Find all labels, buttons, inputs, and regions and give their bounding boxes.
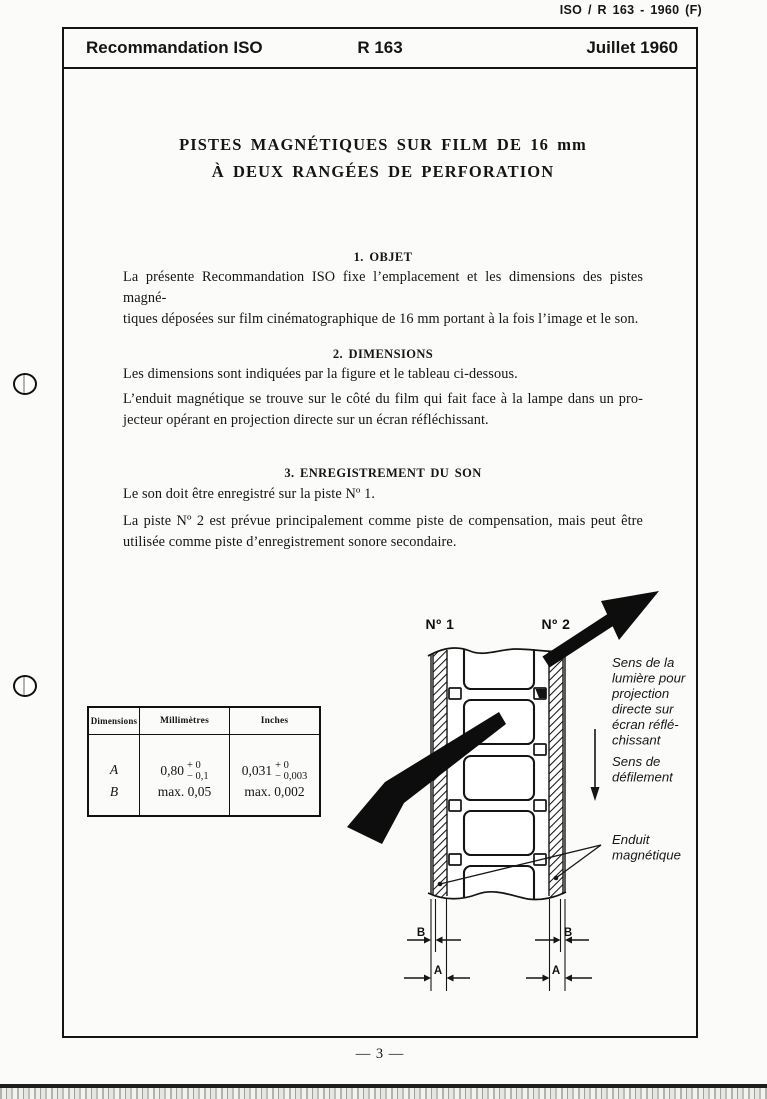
film-diagram: Nº 1 Nº 2 Sens de la lumière pour projec… — [347, 591, 686, 991]
track-1-label: Nº 1 — [426, 616, 455, 632]
magnetic-coating-label: Enduit magnétique — [612, 832, 681, 863]
section-heading-enregistrement: 3. ENREGISTREMENT DU SON — [284, 466, 482, 480]
text-line: utilisée comme piste d’enregistrement so… — [123, 533, 457, 550]
svg-text:Sens de la: Sens de la — [612, 655, 674, 670]
light-arrow-lower — [347, 712, 506, 844]
light-arrow-upper — [542, 591, 659, 668]
punch-hole-bottom — [13, 675, 37, 697]
tolerance-minus: − 0,003 — [275, 771, 308, 782]
table-header-millimetres: Millimètres — [140, 708, 230, 735]
scan-edge-line — [0, 1084, 767, 1088]
tolerance-plus: + 0 — [186, 760, 201, 771]
paragraph-son-2: La piste Nº 2 est prévue principalement … — [123, 511, 643, 553]
track-2-label: Nº 2 — [542, 616, 571, 632]
table-cell-in-a: 0,031 + 0 − 0,003 — [230, 735, 319, 782]
svg-text:lumière pour: lumière pour — [612, 671, 686, 686]
header-date: Juillet 1960 — [586, 38, 678, 57]
tolerance-minus: − 0,1 — [186, 771, 209, 782]
light-direction-label: Sens de la lumière pour projection direc… — [611, 655, 686, 748]
document-title-line2: À DEUX RANGÉES DE PERFORATION — [211, 162, 555, 181]
document-reference: ISO / R 163 - 1960 (F) — [559, 3, 702, 17]
svg-text:défilement: défilement — [612, 770, 674, 785]
text-line: Le son doit être enregistré sur la piste… — [123, 486, 376, 502]
table-cell-dim-a: A — [89, 735, 140, 782]
text-line: L’enduit magnétique se trouve sur le côt… — [123, 391, 643, 407]
travel-direction-arrow — [590, 729, 600, 801]
text-line: La piste Nº 2 est prévue principalement … — [123, 513, 643, 529]
dim-b-label-right: B — [564, 927, 572, 939]
text-line: jecteur opérant en projection directe su… — [123, 411, 489, 428]
document-header-bar: Recommandation ISO R 163 Juillet 1960 — [64, 29, 696, 69]
paragraph-dimensions-2: L’enduit magnétique se trouve sur le côt… — [123, 389, 643, 431]
svg-text:directe sur: directe sur — [612, 702, 674, 717]
paragraph-dimensions-1: Les dimensions sont indiquées par la fig… — [123, 364, 643, 385]
table-cell-mm-b: max. 0,05 — [140, 782, 230, 815]
in-value-a: 0,031 — [241, 763, 273, 778]
table-header-inches: Inches — [230, 708, 319, 735]
dimension-extension-lines — [430, 899, 566, 991]
dim-a-label-right: A — [552, 965, 560, 977]
magnetic-track-2-hatch — [549, 648, 563, 898]
svg-text:Enduit: Enduit — [612, 832, 651, 847]
tolerance-plus: + 0 — [275, 760, 289, 771]
table-cell-mm-a: 0,80 + 0 − 0,1 — [140, 735, 230, 782]
in-tolerance-a: + 0 − 0,003 — [275, 760, 307, 782]
dimensions-table: Dimensions Millimètres Inches A 0,80 + 0… — [87, 706, 321, 817]
svg-text:chissant: chissant — [612, 733, 662, 748]
dimension-a-arrows — [404, 974, 592, 982]
section-heading-objet: 1. OBJET — [353, 250, 413, 264]
table-cell-dim-b: B — [89, 782, 140, 815]
marked-perforation — [535, 689, 546, 698]
mm-tolerance-a: + 0 − 0,1 — [187, 760, 209, 782]
value-with-tolerance: 0,80 + 0 − 0,1 — [160, 760, 208, 782]
text-line: Les dimensions sont indiquées par la fig… — [123, 366, 518, 382]
svg-text:Sens de: Sens de — [612, 754, 660, 769]
table-header-dimensions: Dimensions — [89, 708, 140, 735]
header-standard-number: R 163 — [357, 38, 403, 57]
punch-hole-top — [13, 373, 37, 395]
section-heading-dimensions: 2. DIMENSIONS — [332, 347, 434, 361]
film-strip — [430, 643, 566, 912]
paragraph-son-1: Le son doit être enregistré sur la piste… — [123, 484, 643, 505]
table-cell-in-b: max. 0,002 — [244, 784, 305, 799]
page-border-box: Recommandation ISO R 163 Juillet 1960 — [62, 27, 698, 1038]
header-recommendation-label: Recommandation ISO — [86, 38, 263, 57]
scan-edge-noise — [0, 1088, 767, 1099]
paragraph-objet: La présente Recommandation ISO fixe l’em… — [123, 267, 643, 329]
value-with-tolerance: 0,031 + 0 − 0,003 — [242, 760, 308, 782]
svg-text:projection: projection — [611, 686, 669, 701]
svg-text:magnétique: magnétique — [612, 848, 681, 863]
travel-direction-label: Sens de défilement — [612, 754, 674, 785]
mm-value-a: 0,80 — [160, 763, 184, 778]
text-line: tiques déposées sur film cinématographiq… — [123, 310, 639, 327]
dim-b-label-left: B — [417, 927, 425, 939]
film-bottom-cut — [426, 891, 568, 914]
film-top-cut — [426, 630, 568, 658]
dimension-b-arrows — [407, 936, 589, 944]
page-number: — 3 — — [355, 1046, 405, 1062]
svg-text:écran réflé-: écran réflé- — [612, 717, 679, 732]
text-line: La présente Recommandation ISO fixe l’em… — [123, 269, 643, 306]
document-title-line1: PISTES MAGNÉTIQUES SUR FILM DE 16 mm — [179, 135, 587, 154]
dim-a-label-left: A — [434, 965, 442, 977]
coating-pointer-lines — [437, 844, 602, 887]
